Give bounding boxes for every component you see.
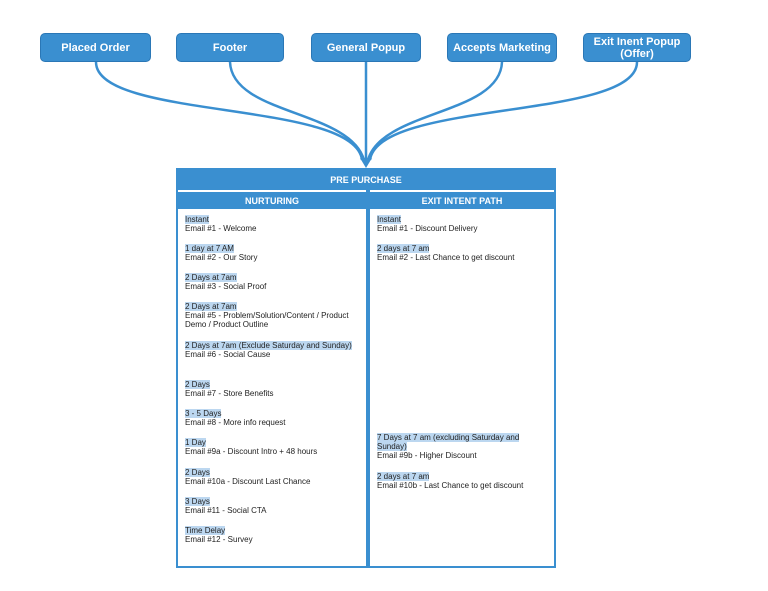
source-placed-order[interactable]: Placed Order — [40, 33, 151, 62]
source-accepts-marketing[interactable]: Accepts Marketing — [447, 33, 557, 62]
email-label: Email #10a - Discount Last Chance — [185, 477, 311, 486]
email-label: Email #11 - Social CTA — [185, 506, 267, 515]
source-general-popup[interactable]: General Popup — [311, 33, 421, 62]
source-label: Exit Inent Popup (Offer) — [593, 35, 681, 60]
delay-label: 2 days at 7 am — [377, 472, 430, 481]
table-title: PRE PURCHASE — [178, 170, 554, 190]
delay-label: Instant — [185, 215, 210, 224]
delay-label: 2 days at 7 am — [377, 244, 430, 253]
email-label: Email #3 - Social Proof — [185, 282, 267, 291]
column-divider — [366, 190, 370, 566]
connector-footer — [228, 61, 366, 161]
arrow-head — [360, 158, 372, 168]
email-label: Email #2 - Our Story — [185, 253, 258, 262]
email-label: Email #1 - Discount Delivery — [377, 224, 478, 233]
delay-label: 7 Days at 7 am (excluding Saturday and S… — [377, 433, 520, 451]
delay-label: 2 Days at 7am — [185, 273, 237, 282]
pre-purchase-table: PRE PURCHASE NURTURING EXIT INTENT PATH … — [176, 168, 556, 568]
email-label: Email #10b - Last Chance to get discount — [377, 481, 524, 490]
delay-label: 3 - 5 Days — [185, 409, 222, 418]
column-header-exit-intent: EXIT INTENT PATH — [370, 192, 554, 209]
email-label: Email #7 - Store Benefits — [185, 389, 274, 398]
source-label: Accepts Marketing — [453, 41, 551, 54]
source-label: General Popup — [326, 41, 406, 54]
delay-label: 1 day at 7 AM — [185, 244, 234, 253]
email-label: Email #8 - More info request — [185, 418, 286, 427]
source-footer[interactable]: Footer — [176, 33, 284, 62]
delay-label: 1 Day — [185, 438, 206, 447]
email-step: 7 Days at 7 am (excluding Saturday and S… — [377, 433, 545, 460]
delay-label: 2 Days at 7am — [185, 302, 237, 311]
email-label: Email #2 - Last Chance to get discount — [377, 253, 515, 262]
email-label: Email #9b - Higher Discount — [377, 451, 477, 460]
email-label: Email #12 - Survey — [185, 535, 253, 544]
connector-placed-order — [94, 61, 364, 161]
connector-exit-popup — [368, 61, 639, 161]
source-exit-intent-popup[interactable]: Exit Inent Popup (Offer) — [583, 33, 691, 62]
source-label: Footer — [212, 41, 248, 54]
delay-label: 2 Days — [185, 380, 210, 389]
email-label: Email #5 - Problem/Solution/Content / Pr… — [185, 311, 349, 329]
delay-label: 2 Days — [185, 468, 210, 477]
delay-label: 2 Days at 7am (Exclude Saturday and Sund… — [185, 341, 352, 350]
connector-accepts-marketing — [366, 61, 504, 161]
delay-label: Time Delay — [185, 526, 226, 535]
delay-label: Instant — [377, 215, 402, 224]
email-step: 2 Days at 7am (Exclude Saturday and Sund… — [185, 341, 355, 359]
column-header-nurturing: NURTURING — [178, 192, 366, 209]
email-label: Email #1 - Welcome — [185, 224, 257, 233]
email-label: Email #9a - Discount Intro + 48 hours — [185, 447, 318, 456]
email-label: Email #6 - Social Cause — [185, 350, 271, 359]
delay-label: 3 Days — [185, 497, 210, 506]
source-label: Placed Order — [61, 41, 130, 54]
